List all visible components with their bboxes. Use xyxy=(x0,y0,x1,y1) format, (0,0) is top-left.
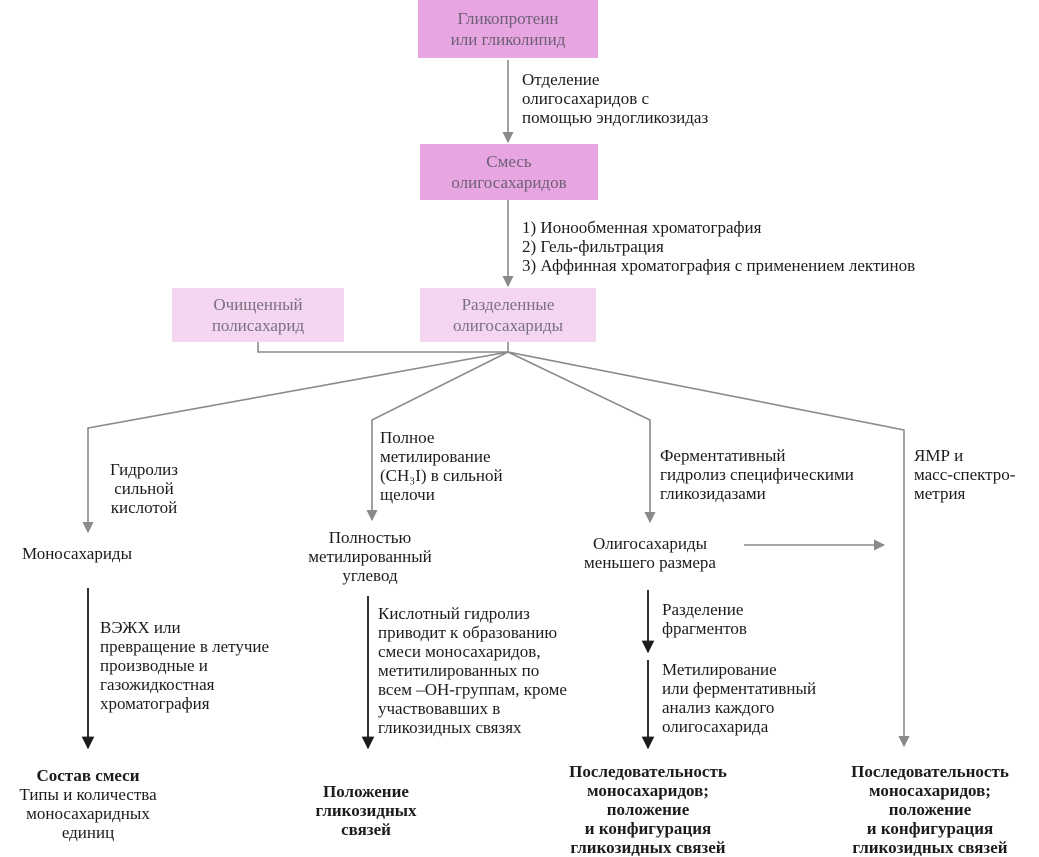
connector-purified xyxy=(257,340,508,353)
branch-enzymatic xyxy=(507,351,656,524)
result-sequence-nmr: Последовательность моносахаридов; положе… xyxy=(851,762,1009,857)
step-acid-hydrolysis-methylated: Кислотный гидролиз приводит к образовани… xyxy=(378,604,567,737)
result-composition: Состав смеси Типы и количества моносахар… xyxy=(19,766,157,842)
branch-methylation xyxy=(366,351,509,522)
box-oligosaccharide-mix: Смесь олигосахаридов xyxy=(420,144,598,200)
box-separated-line2: олигосахариды xyxy=(452,316,564,335)
box-purified-line1: Очищенный xyxy=(213,295,303,314)
step-release: Отделение олигосахаридов с помощью эндог… xyxy=(522,70,709,127)
step-hplc-glc: ВЭЖХ или превращение в летучие производн… xyxy=(100,618,270,713)
step-full-methylation: Полное метилирование (CH₃I) в сильной ще… xyxy=(380,428,503,504)
result-sequence-enzymatic: Последовательность моносахаридов; положе… xyxy=(569,762,727,857)
intermediate-smaller-oligosaccharides: Олигосахариды меньшего размера xyxy=(584,534,716,572)
branch-acid-hydrolysis xyxy=(82,351,509,534)
step-chromatography: 1) Ионообменная хроматография 2) Гель-фи… xyxy=(522,218,916,275)
intermediate-monosaccharides: Моносахариды xyxy=(22,544,133,563)
step-acid-hydrolysis: Гидролиз сильной кислотой xyxy=(110,460,178,517)
box-mix-line2: олигосахаридов xyxy=(451,173,567,192)
result-linkage-positions: Положение гликозидных связей xyxy=(315,782,417,839)
box-glycoprotein-line2: или гликолипид xyxy=(450,30,566,49)
step-nmr-mass-spec: ЯМР и масс-спектро- метрия xyxy=(914,446,1016,503)
intermediate-methylated-carbohydrate: Полностью метилированный углевод xyxy=(308,528,432,585)
branch-nmr xyxy=(507,351,910,748)
box-separated-line1: Разделенные xyxy=(461,295,555,314)
box-glycoprotein-line1: Гликопротеин xyxy=(457,9,559,28)
step-fragment-separation: Разделение фрагментов xyxy=(662,600,747,638)
box-purified-polysaccharide: Очищенный полисахарид xyxy=(172,288,344,342)
box-separated-oligosaccharides: Разделенные олигосахариды xyxy=(420,288,596,342)
box-mix-line1: Смесь xyxy=(486,152,532,171)
box-purified-line2: полисахарид xyxy=(211,316,305,335)
box-glycoprotein: Гликопротеин или гликолипид xyxy=(418,0,598,58)
step-enzymatic-hydrolysis: Ферментативный гидролиз специфическими г… xyxy=(660,446,854,503)
step-methylation-or-enzymatic: Метилирование или ферментативный анализ … xyxy=(662,660,817,736)
